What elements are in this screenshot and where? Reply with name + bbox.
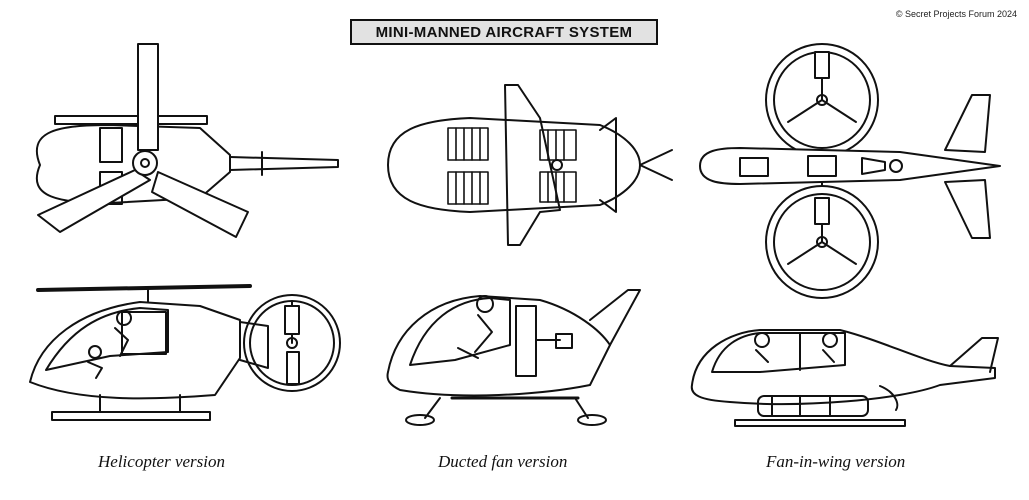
caption-helicopter: Helicopter version xyxy=(98,452,225,471)
caption-ducted-fan: Ducted fan version xyxy=(438,452,568,471)
fan-in-wing-side-view xyxy=(690,329,999,427)
copyright-notice: © Secret Projects Forum 2024 xyxy=(895,9,1017,19)
ducted-fan-side-view xyxy=(386,289,641,426)
helicopter-top-view xyxy=(35,43,339,238)
ducted-fan-top-view xyxy=(387,84,673,246)
caption-fan-in-wing: Fan-in-wing version xyxy=(766,452,906,471)
fan-in-wing-top-view xyxy=(699,43,1001,299)
helicopter-side-view xyxy=(29,284,341,421)
diagram-title: MINI-MANNED AIRCRAFT SYSTEM xyxy=(350,19,658,45)
